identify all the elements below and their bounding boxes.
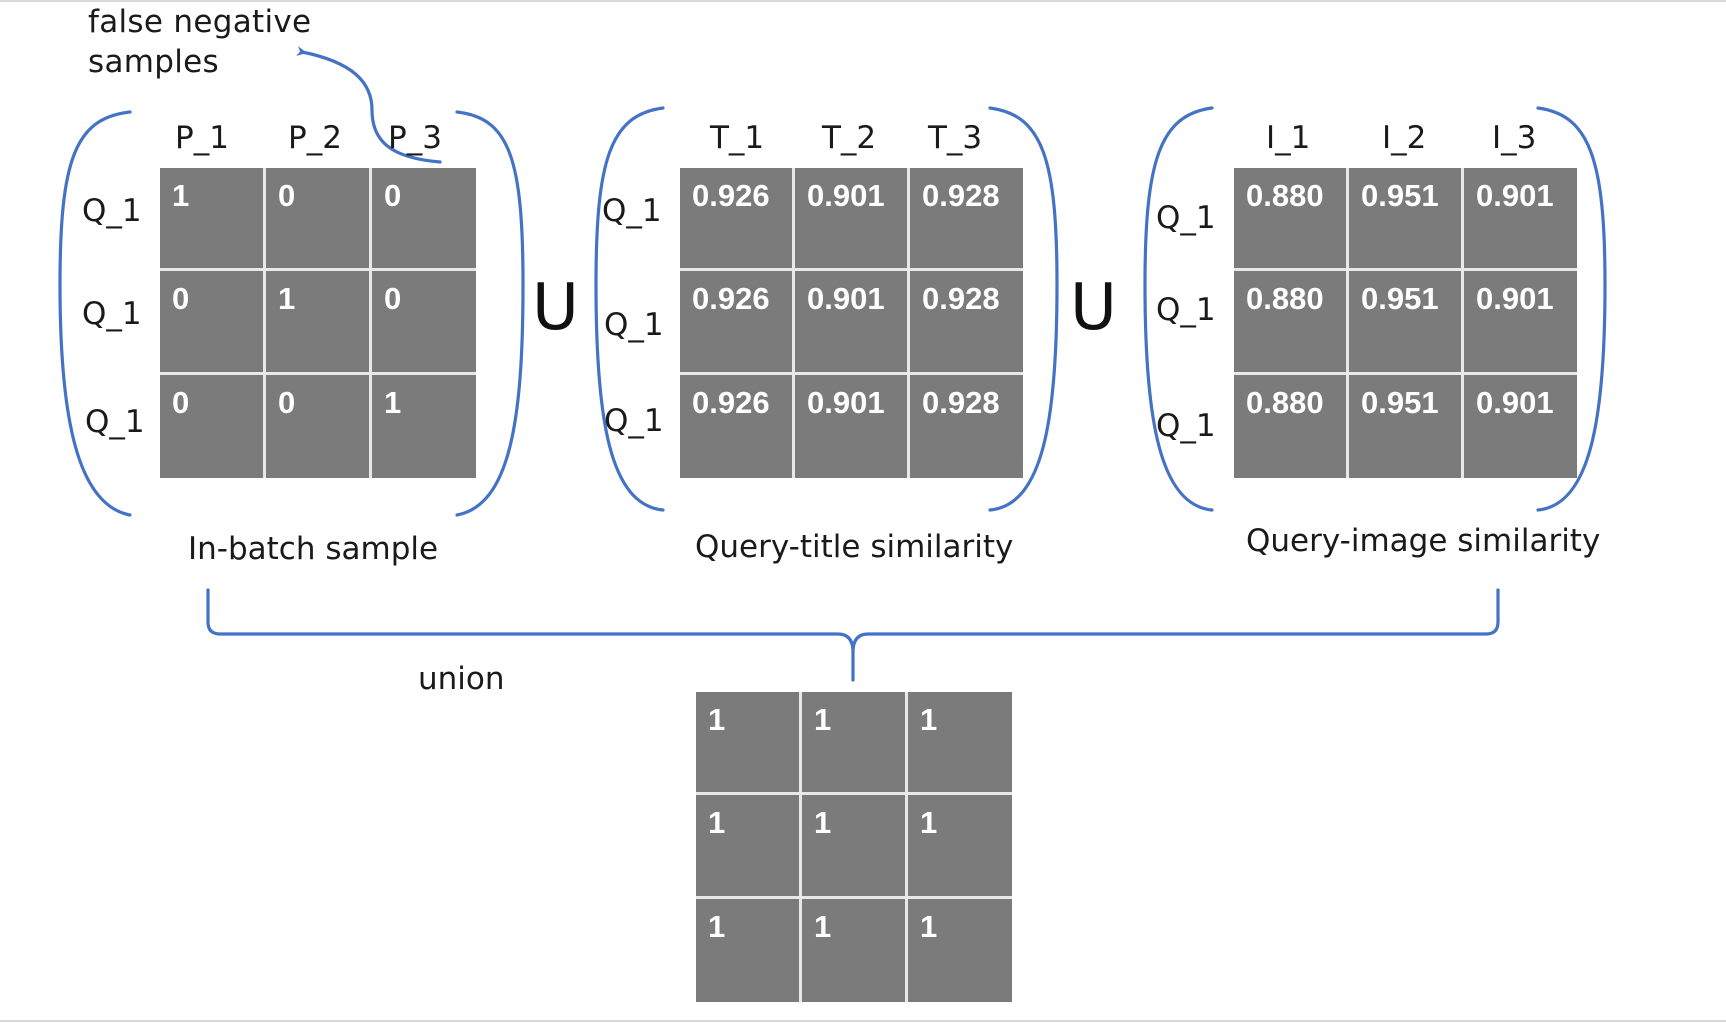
matrix-cell: 1: [802, 795, 905, 896]
query-title-matrix: 0.926 0.901 0.928 0.926 0.901 0.928 0.92…: [680, 168, 1023, 478]
matrix-cell: 0: [372, 168, 476, 268]
matrix-cell: 1: [908, 899, 1012, 1002]
row-label: Q_1: [604, 307, 664, 343]
annotation-line-1: false negative: [88, 4, 312, 40]
matrix-cell: 0.928: [910, 271, 1023, 372]
col-header-t1: T_1: [710, 120, 765, 156]
row-label: Q_1: [1156, 200, 1216, 236]
row-label: Q_1: [604, 403, 664, 439]
caption-query-title: Query-title similarity: [695, 529, 1014, 565]
matrix-cell: 0.901: [1464, 375, 1577, 478]
col-header-t2: T_2: [822, 120, 877, 156]
col-header-i3: I_3: [1492, 120, 1537, 156]
bottom-divider: [0, 1020, 1726, 1022]
matrix-cell: 1: [802, 899, 905, 1002]
matrix-cell: 0: [266, 168, 369, 268]
col-header-t3: T_3: [928, 120, 983, 156]
matrix-cell: 0.951: [1349, 168, 1461, 268]
matrix-cell: 0.901: [795, 168, 907, 268]
in-batch-matrix: 1 0 0 0 1 0 0 0 1: [160, 168, 476, 478]
row-label: Q_1: [1156, 408, 1216, 444]
matrix-cell: 1: [908, 795, 1012, 896]
matrix-cell: 0.926: [680, 168, 792, 268]
matrix-cell: 1: [802, 692, 905, 792]
matrix-cell: 0: [266, 375, 369, 478]
top-divider: [0, 0, 1726, 2]
union-label: union: [418, 661, 505, 697]
caption-in-batch: In-batch sample: [188, 531, 439, 567]
result-matrix: 1 1 1 1 1 1 1 1 1: [696, 692, 1012, 1002]
matrix-cell: 0.951: [1349, 271, 1461, 372]
annotation-line-2: samples: [88, 44, 219, 80]
matrix-cell: 1: [696, 899, 799, 1002]
matrix-cell: 0.880: [1234, 271, 1346, 372]
matrix-cell: 1: [908, 692, 1012, 792]
matrix-cell: 1: [160, 168, 263, 268]
matrix-cell: 1: [696, 692, 799, 792]
matrix-cell: 0.926: [680, 375, 792, 478]
row-label: Q_1: [1156, 292, 1216, 328]
row-label: Q_1: [85, 404, 145, 440]
matrix-cell: 0.928: [910, 168, 1023, 268]
row-label: Q_1: [82, 296, 142, 332]
union-symbol: U: [532, 271, 579, 345]
col-header-i1: I_1: [1266, 120, 1311, 156]
false-negative-arrow: [296, 46, 442, 164]
left-paren-in-batch: [58, 110, 132, 517]
matrix-cell: 0.901: [795, 271, 907, 372]
matrix-cell: 0: [160, 375, 263, 478]
matrix-cell: 0: [372, 271, 476, 372]
query-image-matrix: 0.880 0.951 0.901 0.880 0.951 0.901 0.88…: [1234, 168, 1577, 478]
right-paren-query-image: [1536, 106, 1607, 512]
row-label: Q_1: [82, 193, 142, 229]
left-paren-query-title: [594, 106, 665, 512]
col-header-p2: P_2: [288, 120, 342, 156]
matrix-cell: 0: [160, 271, 263, 372]
left-paren-query-image: [1143, 106, 1214, 512]
right-paren-query-title: [988, 106, 1059, 512]
matrix-cell: 0.901: [1464, 271, 1577, 372]
matrix-cell: 1: [372, 375, 476, 478]
union-brace: [206, 588, 1500, 682]
matrix-cell: 0.880: [1234, 168, 1346, 268]
matrix-cell: 0.926: [680, 271, 792, 372]
right-paren-in-batch: [455, 110, 525, 517]
matrix-cell: 0.901: [795, 375, 907, 478]
union-symbol: U: [1070, 271, 1117, 345]
col-header-p1: P_1: [175, 120, 229, 156]
matrix-cell: 1: [266, 271, 369, 372]
caption-query-image: Query-image similarity: [1246, 523, 1601, 559]
matrix-cell: 1: [696, 795, 799, 896]
matrix-cell: 0.928: [910, 375, 1023, 478]
matrix-cell: 0.901: [1464, 168, 1577, 268]
col-header-p3: P_3: [388, 120, 442, 156]
col-header-i2: I_2: [1382, 120, 1427, 156]
matrix-cell: 0.951: [1349, 375, 1461, 478]
row-label: Q_1: [602, 193, 662, 229]
matrix-cell: 0.880: [1234, 375, 1346, 478]
